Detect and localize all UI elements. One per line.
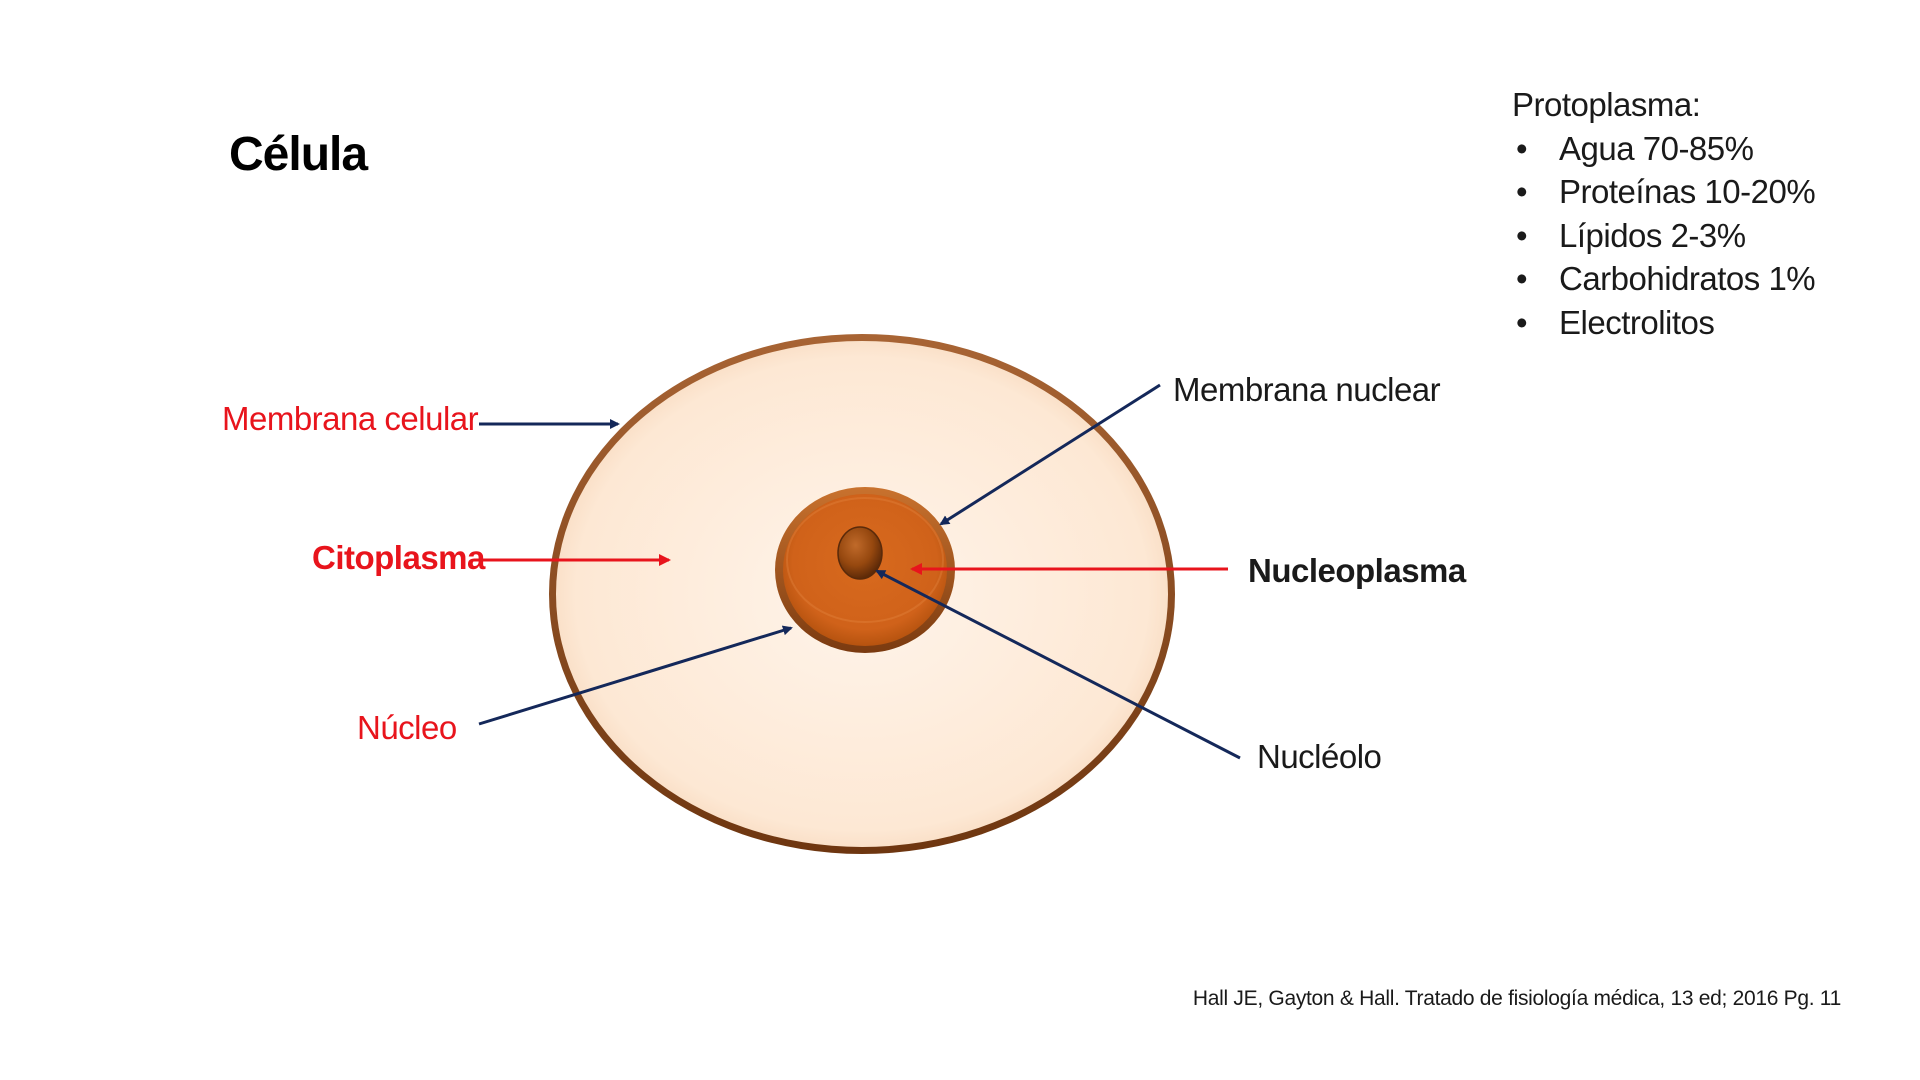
list-item: • Proteínas 10-20% — [1512, 170, 1816, 214]
list-item-text: Agua 70-85% — [1559, 129, 1754, 167]
bullet-icon: • — [1516, 216, 1528, 254]
arrow-nucleo — [478, 625, 793, 726]
label-nucleoplasma: Nucleoplasma — [1248, 552, 1466, 589]
list-item: • Agua 70-85% — [1512, 127, 1815, 171]
label-membrana-celular: Membrana celular — [222, 400, 479, 437]
protoplasm-heading: Protoplasma: — [1512, 86, 1701, 123]
bullet-icon: • — [1516, 260, 1528, 297]
bullet-icon: • — [1516, 173, 1528, 210]
slide-title: Célula — [229, 128, 368, 181]
list-item-text: Carbohidratos 1% — [1559, 260, 1816, 297]
list-item-text: Proteínas 10-20% — [1559, 173, 1816, 210]
label-citoplasma: Citoplasma — [312, 539, 485, 576]
list-item: • Carbohidratos 1% — [1512, 257, 1816, 301]
nucleolus — [837, 526, 883, 580]
citation: Hall JE, Gayton & Hall. Tratado de fisio… — [1192, 987, 1841, 1010]
arrow-nucleolo — [875, 569, 1241, 760]
list-item: • Electrolitos — [1512, 301, 1815, 345]
list-item-text: Electrolitos — [1559, 303, 1715, 341]
label-nucleo: Núcleo — [357, 709, 457, 746]
list-item-text: Lípidos 2-3% — [1559, 216, 1746, 254]
bullet-icon: • — [1516, 303, 1528, 341]
list-item: • Lípidos 2-3% — [1512, 214, 1815, 258]
nucleus-highlight — [786, 497, 944, 623]
protoplasm-list: • Agua 70-85% • Proteínas 10-20% • Lípidos … — [1512, 127, 1816, 345]
protoplasm-composition: Protoplasma: • Agua 70-85% • Proteínas 10-… — [1512, 83, 1816, 345]
label-membrana-nuclear: Membrana nuclear — [1173, 371, 1441, 408]
arrow-membrana-nuclear — [939, 383, 1161, 526]
label-nucleolo: Nucléolo — [1257, 738, 1382, 775]
bullet-icon: • — [1516, 129, 1528, 167]
